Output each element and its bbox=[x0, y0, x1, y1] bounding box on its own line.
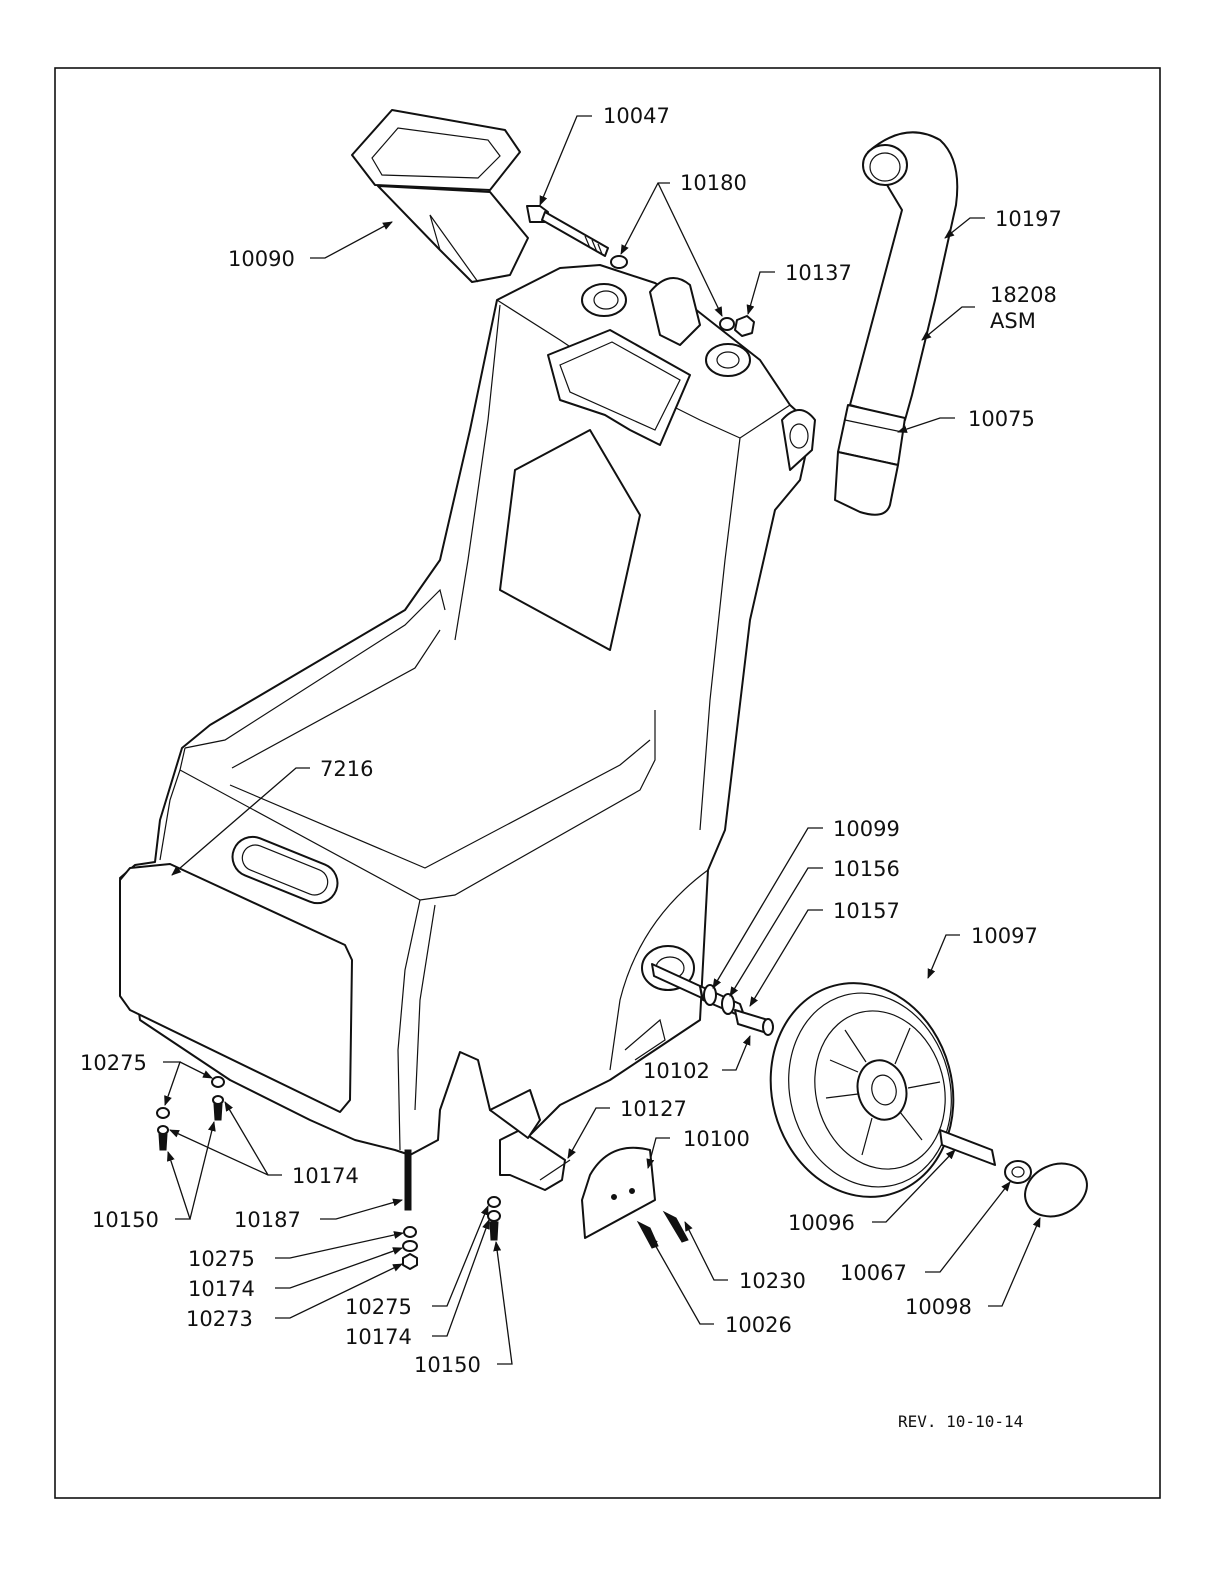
nut-10137 bbox=[735, 316, 754, 336]
hardware-center bbox=[403, 1197, 500, 1269]
callout-10230: 10230 bbox=[739, 1269, 806, 1293]
callout-18208: 18208 bbox=[990, 283, 1057, 307]
callout-10127: 10127 bbox=[620, 1097, 687, 1121]
callout-10174-center: 10174 bbox=[188, 1277, 255, 1301]
callout-10197: 10197 bbox=[995, 207, 1062, 231]
callout-10275-right: 10275 bbox=[345, 1295, 412, 1319]
bearing-10067 bbox=[1005, 1161, 1031, 1183]
nozzle-10090 bbox=[352, 110, 528, 282]
bolt-10047 bbox=[527, 206, 608, 256]
callout-18208-asm: ASM bbox=[990, 309, 1036, 333]
callout-10075: 10075 bbox=[968, 407, 1035, 431]
callout-10067: 10067 bbox=[840, 1261, 907, 1285]
callout-10187: 10187 bbox=[234, 1208, 301, 1232]
callout-10099: 10099 bbox=[833, 817, 900, 841]
callout-10090: 10090 bbox=[228, 247, 295, 271]
callout-7216: 7216 bbox=[320, 757, 373, 781]
callout-10100: 10100 bbox=[683, 1127, 750, 1151]
washer-10180b bbox=[720, 318, 734, 330]
callout-10150-right: 10150 bbox=[414, 1353, 481, 1377]
screws-10026-10230 bbox=[638, 1212, 688, 1248]
callout-10174-left: 10174 bbox=[292, 1164, 359, 1188]
callout-10273: 10273 bbox=[186, 1307, 253, 1331]
callout-10275-center: 10275 bbox=[188, 1247, 255, 1271]
axle-10096 bbox=[940, 1130, 995, 1165]
callout-10098: 10098 bbox=[905, 1295, 972, 1319]
callout-10097: 10097 bbox=[971, 924, 1038, 948]
callout-10150-left: 10150 bbox=[92, 1208, 159, 1232]
washer-10180a bbox=[611, 256, 627, 268]
callout-10174-right: 10174 bbox=[345, 1325, 412, 1349]
wheel-10097 bbox=[747, 962, 977, 1217]
callout-10180: 10180 bbox=[680, 171, 747, 195]
revision-note: REV. 10-10-14 bbox=[898, 1412, 1023, 1431]
callout-10156: 10156 bbox=[833, 857, 900, 881]
callout-10047: 10047 bbox=[603, 104, 670, 128]
callout-10275-left: 10275 bbox=[80, 1051, 147, 1075]
callout-10026: 10026 bbox=[725, 1313, 792, 1337]
callout-10157: 10157 bbox=[833, 899, 900, 923]
callout-10137: 10137 bbox=[785, 261, 852, 285]
callout-10096: 10096 bbox=[788, 1211, 855, 1235]
rod-10187 bbox=[405, 1150, 411, 1210]
hose-assembly bbox=[835, 132, 957, 514]
callout-10102: 10102 bbox=[643, 1059, 710, 1083]
bracket-10127 bbox=[500, 1130, 570, 1190]
